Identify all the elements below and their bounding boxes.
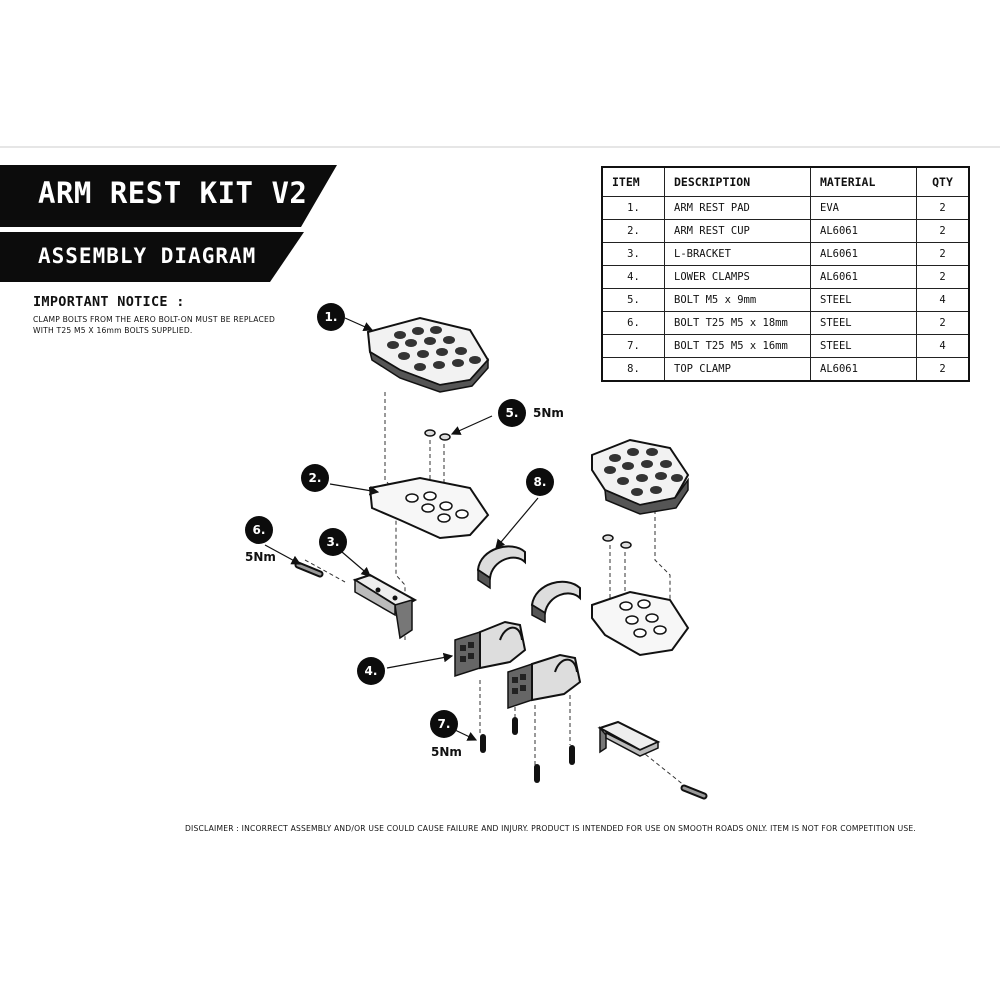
bolt-m5x18-right: [680, 784, 708, 800]
notice-line-1: CLAMP BOLTS FROM THE AERO BOLT-ON MUST B…: [33, 315, 276, 324]
svg-text:8.: 8.: [534, 475, 547, 489]
cell-qty: 2: [916, 219, 970, 243]
cell-material: STEEL: [810, 334, 917, 358]
cell-material: AL6061: [810, 357, 917, 382]
cell-qty: 4: [916, 334, 970, 358]
lower-clamp-right: [507, 653, 582, 710]
svg-text:6.: 6.: [253, 523, 266, 537]
bolt-m5x16-set: [480, 717, 575, 783]
callout-4: 4.: [357, 657, 385, 685]
bolt-m5x18-left: [294, 561, 324, 578]
svg-text:5.: 5.: [506, 406, 519, 420]
cell-material: EVA: [810, 196, 917, 220]
parts-table: ITEM DESCRIPTION MATERIAL QTY 1.ARM REST…: [601, 166, 970, 382]
torque-label-6: 5Nm: [245, 550, 276, 564]
cell-description: BOLT T25 M5 x 16mm: [664, 334, 811, 358]
top-clamp-right: [530, 580, 581, 624]
svg-text:2.: 2.: [309, 471, 322, 485]
callout-5: 5.: [498, 399, 526, 427]
bolt-m5x9-set: [424, 429, 632, 549]
top-clamp-left: [476, 545, 526, 590]
arm-rest-cup-right: [591, 590, 690, 657]
callout-6: 6.: [245, 516, 273, 544]
arm-rest-cup-left: [368, 476, 490, 540]
callout-2: 2.: [301, 464, 329, 492]
notice-body: CLAMP BOLTS FROM THE AERO BOLT-ON MUST B…: [33, 314, 323, 336]
cell-description: BOLT T25 M5 x 18mm: [664, 311, 811, 335]
cell-description: TOP CLAMP: [664, 357, 811, 382]
cell-qty: 2: [916, 357, 970, 382]
svg-text:3.: 3.: [327, 535, 340, 549]
arm-rest-pad-left: [366, 316, 490, 393]
disclaimer: DISCLAIMER : INCORRECT ASSEMBLY AND/OR U…: [185, 824, 917, 833]
callout-1: 1.: [317, 303, 345, 331]
callout-8: 8.: [526, 468, 554, 496]
cell-material: AL6061: [810, 265, 917, 289]
l-bracket-right: [597, 720, 661, 757]
svg-text:7.: 7.: [438, 717, 451, 731]
cell-qty: 2: [916, 196, 970, 220]
cell-item: 7.: [601, 334, 665, 358]
torque-label-7: 5Nm: [431, 745, 462, 759]
cell-description: LOWER CLAMPS: [664, 265, 811, 289]
assembly-guide-lines: [304, 392, 691, 791]
cell-material: AL6061: [810, 219, 917, 243]
page-title: ARM REST KIT V2: [38, 176, 308, 210]
svg-text:1.: 1.: [325, 310, 338, 324]
callout-7: 7.: [430, 710, 458, 738]
l-bracket-left: [352, 573, 418, 640]
notice-title: IMPORTANT NOTICE :: [33, 294, 185, 310]
cell-material: STEEL: [810, 311, 917, 335]
header-qty: QTY: [916, 166, 970, 197]
callout-3: 3.: [319, 528, 347, 556]
callout-leaders: [264, 317, 539, 741]
cell-description: BOLT M5 x 9mm: [664, 288, 811, 312]
cell-item: 3.: [601, 242, 665, 266]
notice-line-2: WITH T25 M5 X 16mm BOLTS SUPPLIED.: [33, 326, 193, 335]
arm-rest-pad-right: [591, 438, 690, 515]
cell-item: 8.: [601, 357, 665, 382]
lower-clamp-left: [454, 620, 527, 678]
cell-description: ARM REST CUP: [664, 219, 811, 243]
title-banner: ARM REST KIT V2: [0, 165, 337, 227]
page-subtitle: ASSEMBLY DIAGRAM: [38, 244, 257, 268]
cell-item: 2.: [601, 219, 665, 243]
torque-label-5: 5Nm: [533, 406, 564, 420]
subtitle-banner: ASSEMBLY DIAGRAM: [0, 232, 304, 282]
svg-text:4.: 4.: [365, 664, 378, 678]
top-divider: [0, 146, 1000, 148]
